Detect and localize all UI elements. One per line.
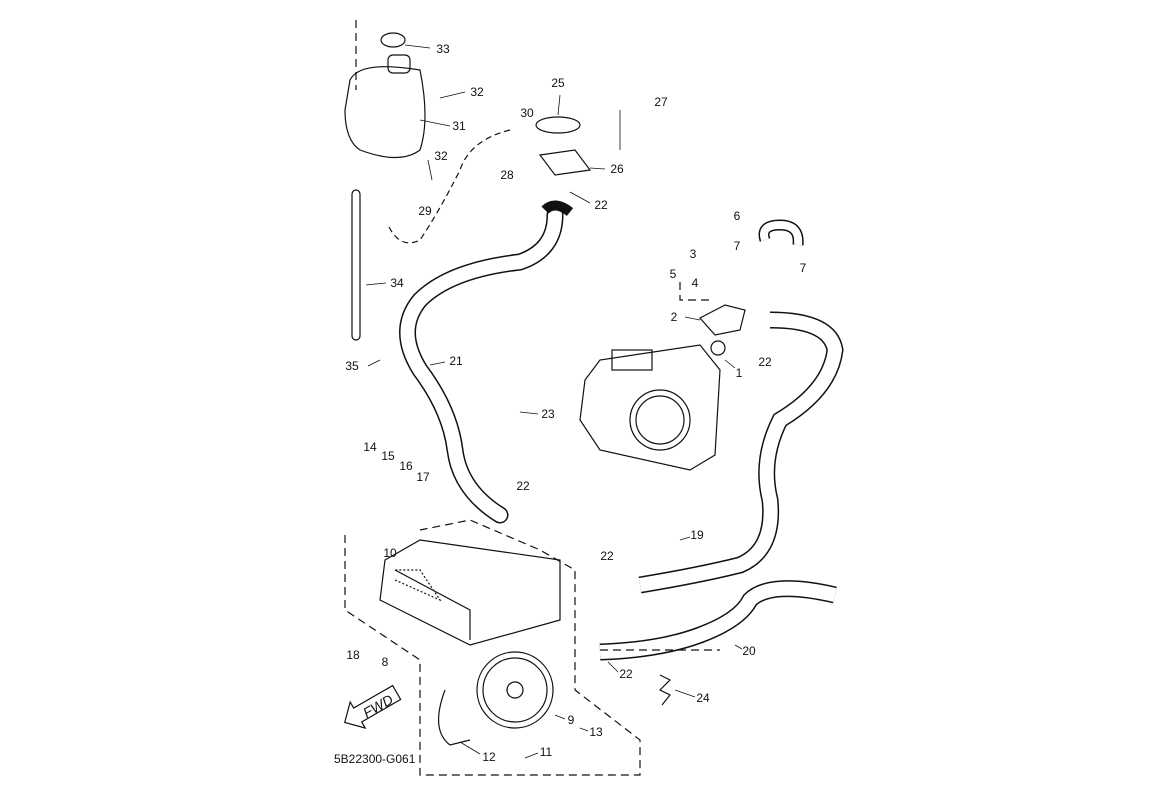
callout-2: 2 [670, 310, 678, 324]
callout-1: 1 [735, 366, 743, 380]
callout-17: 17 [416, 470, 430, 484]
callout-21: 21 [449, 354, 463, 368]
callout-24: 24 [696, 691, 710, 705]
callout-9: 9 [567, 713, 575, 727]
callout-22: 22 [594, 198, 608, 212]
outline-dashed [344, 282, 720, 776]
engine-head [579, 344, 721, 471]
callout-14: 14 [363, 440, 377, 454]
callout-12: 12 [482, 750, 496, 764]
callout-34: 34 [390, 276, 404, 290]
clip-24 [658, 674, 672, 706]
callout-22: 22 [758, 355, 772, 369]
callout-6: 6 [733, 209, 741, 223]
radiator-cap-and-filler [535, 116, 592, 217]
callout-10: 10 [383, 546, 397, 560]
callout-18: 18 [346, 648, 360, 662]
callout-11: 11 [539, 745, 553, 759]
callout-22: 22 [619, 667, 633, 681]
callout-30: 30 [520, 106, 534, 120]
callout-32: 32 [470, 85, 484, 99]
callout-7: 7 [733, 239, 741, 253]
callout-33: 33 [436, 42, 450, 56]
callout-31: 31 [452, 119, 466, 133]
callout-13: 13 [589, 725, 603, 739]
reservoir-tank [344, 32, 426, 159]
callout-5: 5 [669, 267, 677, 281]
callout-19: 19 [690, 528, 704, 542]
radiator [379, 539, 561, 646]
fan [438, 651, 554, 746]
callout-32: 32 [434, 149, 448, 163]
callout-7: 7 [799, 261, 807, 275]
callout-23: 23 [541, 407, 555, 421]
callout-8: 8 [381, 655, 389, 669]
hoses [351, 20, 844, 661]
overflow-hose [387, 129, 511, 244]
callout-35: 35 [345, 359, 359, 373]
callout-4: 4 [691, 276, 699, 290]
diagram-code: 5B22300-G061 [334, 752, 416, 766]
callout-3: 3 [689, 247, 697, 261]
callout-22: 22 [600, 549, 614, 563]
callout-22: 22 [516, 479, 530, 493]
leader-lines [365, 44, 743, 759]
fwd-arrow [343, 684, 402, 729]
callout-27: 27 [654, 95, 668, 109]
callout-26: 26 [610, 162, 624, 176]
callout-29: 29 [418, 204, 432, 218]
hose-19 [638, 311, 844, 594]
callout-28: 28 [500, 168, 514, 182]
callout-20: 20 [742, 644, 756, 658]
callout-15: 15 [381, 449, 395, 463]
breather-pipe-34 [351, 189, 361, 341]
thermostat-housing [699, 304, 746, 356]
callout-16: 16 [399, 459, 413, 473]
callout-25: 25 [551, 76, 565, 90]
